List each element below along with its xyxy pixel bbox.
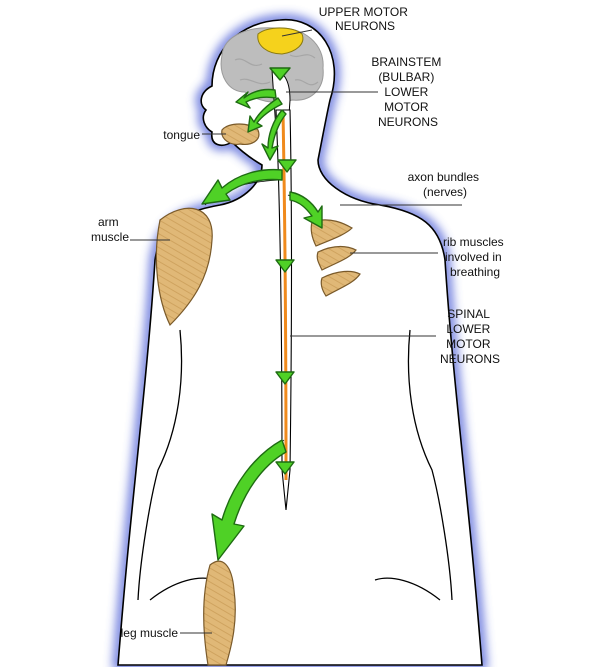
rib-muscle-3 — [320, 270, 361, 297]
right-arm-contour — [407, 329, 453, 601]
cord-arrow-4 — [275, 371, 295, 385]
label-rib-muscles: rib muscles involved in breathing — [443, 235, 507, 279]
arrow-to-face — [235, 88, 277, 109]
arrow-to-ribs — [289, 191, 323, 229]
spinal-cord-core — [281, 111, 288, 481]
body-outline — [117, 19, 483, 666]
curved-arrows — [201, 88, 323, 561]
arrow-to-throat — [261, 109, 287, 161]
left-arm-contour — [137, 329, 183, 601]
cord-arrows — [269, 67, 297, 475]
leader-upper-motor — [281, 29, 313, 37]
label-upper-motor-neurons: UPPER MOTOR NEURONS — [319, 5, 411, 33]
rib-muscle-2 — [316, 245, 357, 271]
cord-arrow-2 — [277, 159, 297, 173]
leg-muscle — [203, 560, 236, 666]
cord-arrow-5 — [275, 461, 295, 475]
arm-muscle — [155, 207, 213, 327]
label-leg-muscle: leg muscle — [121, 626, 179, 640]
leader-lines — [130, 29, 462, 634]
label-arm-muscle: arm muscle — [91, 215, 129, 244]
cord-arrow-1 — [269, 67, 291, 81]
label-axon-bundles: axon bundles (nerves) — [408, 170, 483, 199]
cord-arrow-3 — [275, 259, 295, 273]
label-brainstem-lower-motor-neurons: BRAINSTEM (BULBAR) LOWER MOTOR NEURONS — [371, 55, 444, 129]
brain-folds — [234, 54, 319, 86]
arrow-to-arm — [201, 168, 283, 205]
arrow-to-tongue — [247, 97, 283, 133]
label-tongue: tongue — [163, 128, 200, 142]
label-spinal-lower-motor-neurons: SPINAL LOWER MOTOR NEURONS — [440, 307, 500, 366]
arrow-to-leg — [211, 439, 287, 561]
